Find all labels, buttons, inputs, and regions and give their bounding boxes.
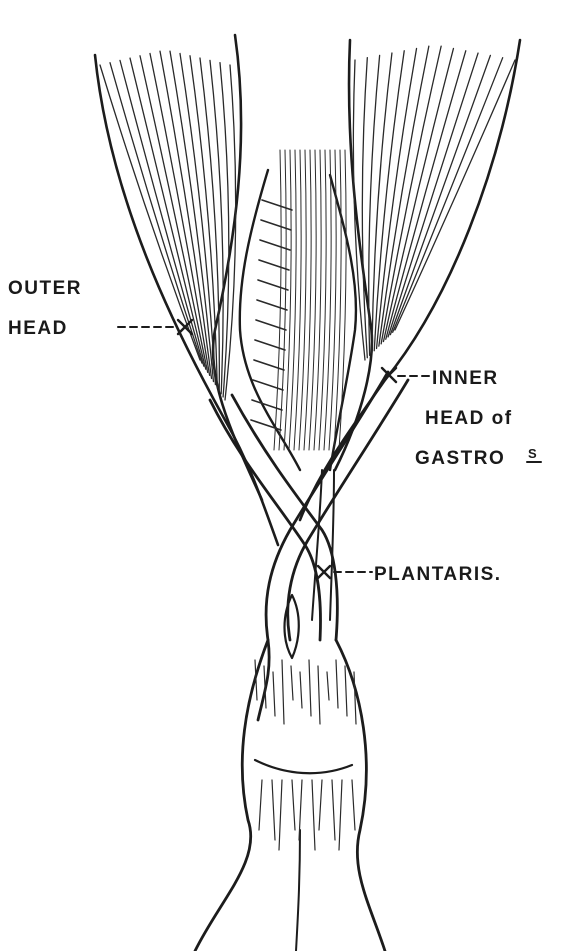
fiber-stroke [395, 60, 515, 330]
lower-tendon-hatching [255, 660, 356, 850]
fiber-stroke [309, 660, 311, 716]
fiber-stroke [256, 320, 286, 330]
fiber-stroke [332, 780, 335, 840]
plantaris-label: PLANTARIS. [374, 564, 502, 585]
fiber-stroke [292, 780, 295, 830]
fiber-stroke [336, 660, 338, 708]
inner-head-label-line2: HEAD of [425, 408, 513, 429]
central-deep-muscle [240, 150, 356, 470]
inner-head-label-line1: INNER [432, 368, 499, 389]
fiber-stroke [318, 666, 320, 724]
fiber-stroke [258, 280, 288, 290]
fiber-stroke [274, 150, 281, 450]
fiber-stroke [254, 360, 284, 370]
fiber-stroke [253, 380, 283, 390]
inner-head-marker [382, 368, 396, 382]
fiber-stroke [259, 260, 289, 270]
fiber-stroke [273, 672, 275, 716]
central-muscle-hatching [251, 150, 346, 450]
fiber-stroke [354, 672, 356, 724]
lower-tendon [195, 640, 385, 951]
outer-head-fibers [100, 51, 236, 400]
fiber-stroke [339, 780, 342, 850]
fiber-stroke [377, 48, 417, 348]
fiber-stroke [282, 660, 284, 724]
fiber-stroke [345, 666, 347, 716]
fiber-stroke [291, 666, 293, 700]
fiber-stroke [252, 400, 282, 410]
fiber-stroke [272, 780, 275, 840]
fiber-stroke [279, 780, 282, 850]
fiber-stroke [257, 300, 287, 310]
fiber-stroke [300, 672, 302, 708]
fiber-stroke [352, 780, 355, 830]
fiber-stroke [259, 780, 262, 830]
fiber-stroke [255, 340, 285, 350]
outer-head-label-line1: OUTER [8, 278, 82, 299]
fiber-stroke [140, 56, 208, 373]
fiber-stroke [312, 780, 315, 850]
inner-head-label-suffix: S [528, 446, 538, 461]
inner-head-label-line3: GASTRO [415, 448, 505, 469]
fiber-stroke [374, 51, 404, 351]
outer-head-label-line2: HEAD [8, 318, 68, 339]
fiber-stroke [220, 63, 229, 397]
fiber-stroke [100, 65, 200, 360]
fiber-stroke [362, 58, 367, 358]
inner-head-fibers [353, 46, 515, 360]
fiber-stroke [251, 420, 281, 430]
plantaris-marker [318, 566, 330, 578]
fiber-stroke [372, 53, 392, 353]
fiber-stroke [260, 240, 290, 250]
fiber-stroke [262, 200, 292, 210]
fiber-stroke [327, 672, 329, 700]
fiber-stroke [319, 780, 322, 830]
